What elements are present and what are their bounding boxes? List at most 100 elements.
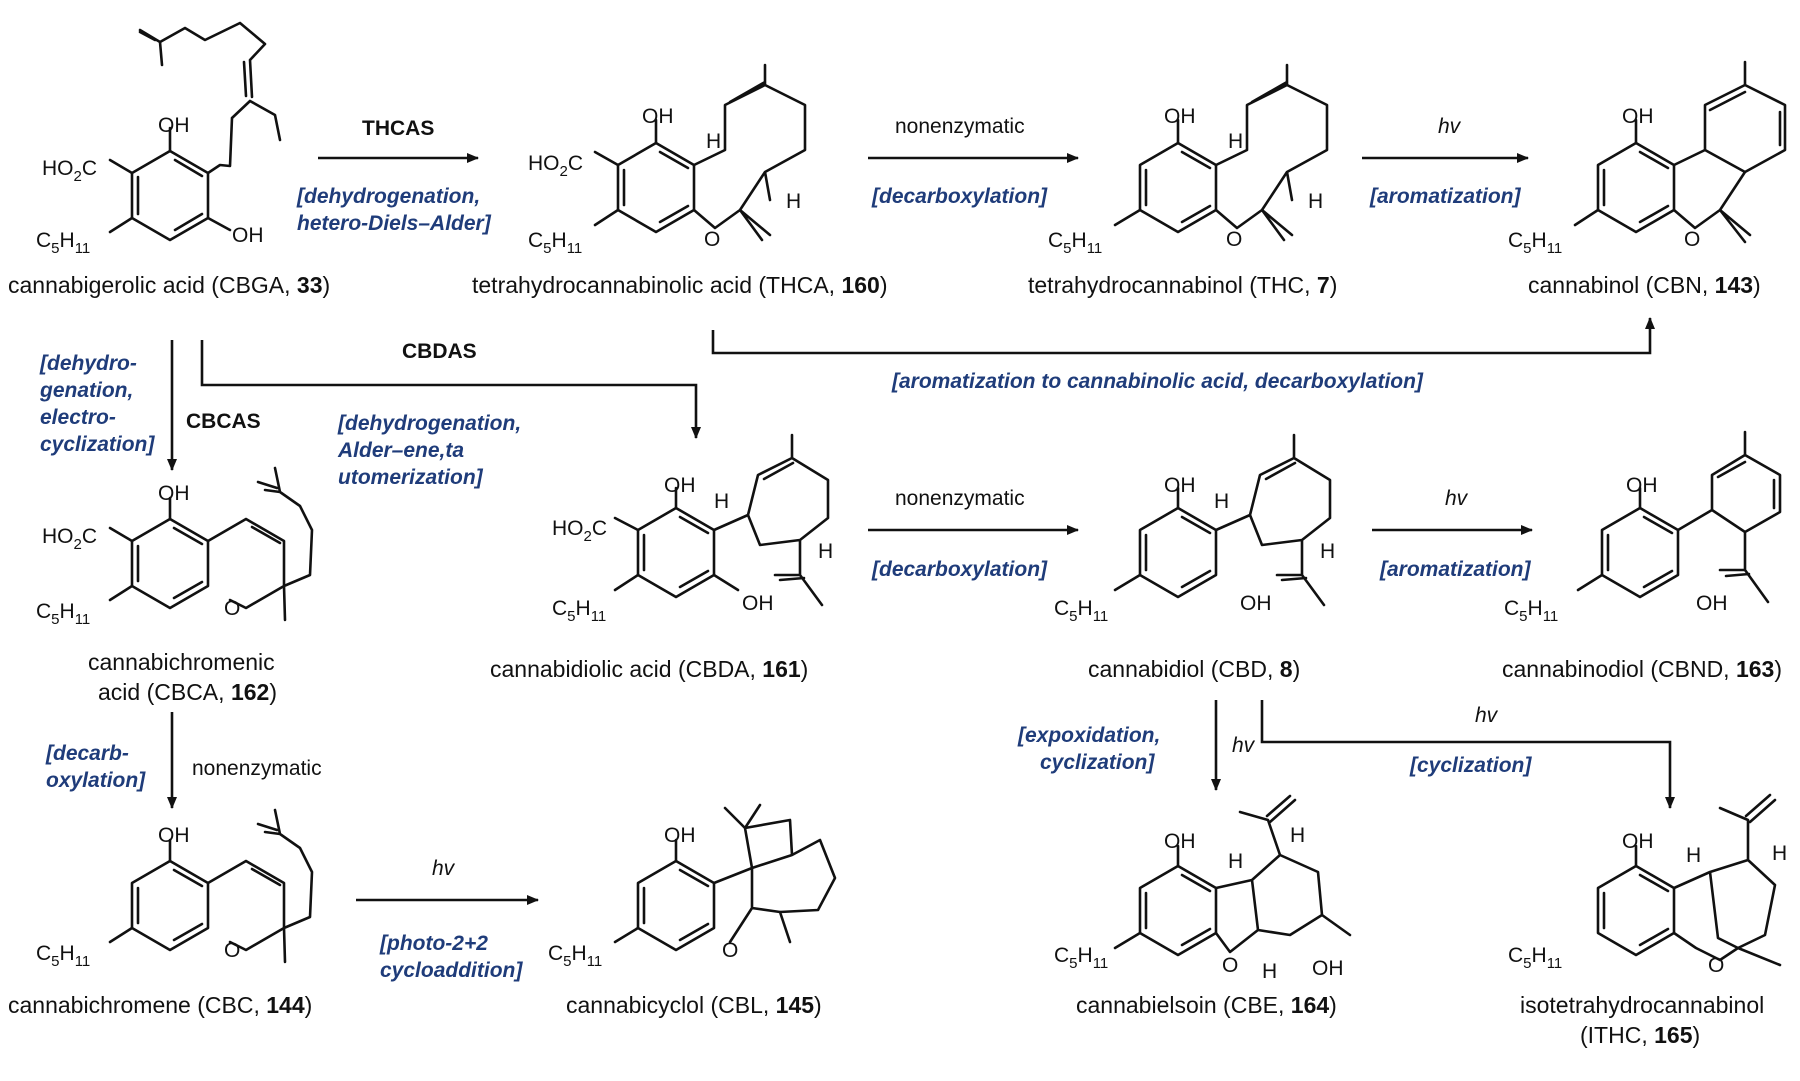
svg-text:OH: OH xyxy=(158,824,190,847)
svg-text:C5H11: C5H11 xyxy=(528,229,582,257)
svg-text:O: O xyxy=(722,939,738,962)
svg-text:C5H11: C5H11 xyxy=(1048,229,1102,257)
cond-decarb-1: [decarboxylation] xyxy=(871,185,1048,208)
cond-cbdas-3: utomerization] xyxy=(338,466,484,489)
structure-cbnd: OH OH C5H11 xyxy=(1504,430,1782,625)
reagent-hv-2: hv xyxy=(1445,487,1469,510)
svg-text:H: H xyxy=(1320,540,1335,563)
cond-cbcas-3: electro- xyxy=(40,406,116,429)
svg-text:C5H11: C5H11 xyxy=(1054,944,1108,972)
reagent-hv-4: hv xyxy=(1232,734,1256,757)
svg-text:H: H xyxy=(1290,824,1305,847)
svg-text:C5H11: C5H11 xyxy=(552,597,606,625)
label-cbda: cannabidiolic acid (CBDA, 161) xyxy=(490,656,808,682)
reagent-nonenzymatic-3: nonenzymatic xyxy=(192,757,322,780)
cond-cbn-long: [aromatization to cannabinolic acid, dec… xyxy=(891,370,1424,393)
structure-cbe: OH H H O H OH C5H11 xyxy=(1054,794,1352,983)
structure-cbga: OH OH HO2C C5H11 xyxy=(36,21,282,257)
svg-text:O: O xyxy=(1708,954,1724,977)
structure-thc: OH H H O C5H11 xyxy=(1048,63,1329,257)
cond-photo-1: [photo-2+2 xyxy=(379,932,488,955)
svg-text:OH: OH xyxy=(664,474,696,497)
structure-cbn: OH O C5H11 xyxy=(1508,60,1787,257)
svg-text:OH: OH xyxy=(158,114,190,137)
svg-text:H: H xyxy=(1686,844,1701,867)
cond-expox-2: cyclization] xyxy=(1040,751,1155,774)
svg-text:C5H11: C5H11 xyxy=(548,942,602,970)
svg-text:OH: OH xyxy=(1626,474,1658,497)
label-cbe: cannabielsoin (CBE, 164) xyxy=(1076,992,1337,1018)
svg-text:C5H11: C5H11 xyxy=(36,229,90,257)
svg-text:H: H xyxy=(1308,190,1323,213)
svg-text:C5H11: C5H11 xyxy=(1508,229,1562,257)
label-cbca-2: acid (CBCA, 162) xyxy=(98,679,277,705)
cond-arom-2: [aromatization] xyxy=(1379,558,1532,581)
svg-text:O: O xyxy=(224,597,240,620)
svg-text:H: H xyxy=(1214,490,1229,513)
cond-cbcas-4: cyclization] xyxy=(40,433,155,456)
label-thca: tetrahydrocannabinolic acid (THCA, 160) xyxy=(472,272,888,298)
cond-photo-2: cycloaddition] xyxy=(380,959,523,982)
label-ithc-2: (ITHC, 165) xyxy=(1580,1022,1700,1048)
cond-thcas-2: hetero-Diels–Alder] xyxy=(297,212,492,235)
structure-thca: OH H H O HO2C C5H11 xyxy=(528,63,807,257)
label-thc: tetrahydrocannabinol (THC, 7) xyxy=(1028,272,1337,298)
cond-cbdas-1: [dehydrogenation, xyxy=(337,412,521,435)
svg-text:O: O xyxy=(1222,954,1238,977)
svg-text:H: H xyxy=(714,490,729,513)
svg-text:H: H xyxy=(706,130,721,153)
svg-text:OH: OH xyxy=(642,105,674,128)
structure-cbda: OH H H OH HO2C C5H11 xyxy=(552,433,833,625)
svg-text:O: O xyxy=(224,939,240,962)
svg-text:OH: OH xyxy=(1164,105,1196,128)
svg-text:OH: OH xyxy=(1312,957,1344,980)
reagent-nonenzymatic-2: nonenzymatic xyxy=(895,487,1025,510)
svg-text:C5H11: C5H11 xyxy=(1508,944,1562,972)
structure-cbc: OH O C5H11 xyxy=(36,808,314,970)
label-cbn: cannabinol (CBN, 143) xyxy=(1528,272,1761,298)
structure-cbca: OH O HO2C C5H11 xyxy=(36,466,314,628)
svg-text:OH: OH xyxy=(232,224,264,247)
enzyme-cbcas: CBCAS xyxy=(186,410,261,433)
reagent-hv-5: hv xyxy=(1475,704,1499,727)
svg-text:O: O xyxy=(1684,228,1700,251)
svg-text:O: O xyxy=(1226,228,1242,251)
svg-text:H: H xyxy=(1772,842,1787,865)
svg-text:C5H11: C5H11 xyxy=(1504,597,1558,625)
structure-cbd: OH H H OH C5H11 xyxy=(1054,433,1335,625)
svg-text:HO2C: HO2C xyxy=(42,157,97,185)
cond-cycl: [cyclization] xyxy=(1409,754,1532,777)
svg-text:C5H11: C5H11 xyxy=(36,600,90,628)
svg-text:OH: OH xyxy=(1164,474,1196,497)
reagent-nonenzymatic-1: nonenzymatic xyxy=(895,115,1025,138)
svg-text:C5H11: C5H11 xyxy=(1054,597,1108,625)
cond-decarb-split-2: oxylation] xyxy=(46,769,146,792)
svg-text:HO2C: HO2C xyxy=(552,517,607,545)
svg-text:HO2C: HO2C xyxy=(528,152,583,180)
cond-thcas-1: [dehydrogenation, xyxy=(296,185,480,208)
svg-text:OH: OH xyxy=(1696,592,1728,615)
label-cbc: cannabichromene (CBC, 144) xyxy=(8,992,312,1018)
reagent-hv-1: hv xyxy=(1438,115,1462,138)
structure-cbl: OH O C5H11 xyxy=(548,803,837,970)
svg-text:HO2C: HO2C xyxy=(42,525,97,553)
label-cbca-1: cannabichromenic xyxy=(88,649,275,675)
reagent-hv-3: hv xyxy=(432,857,456,880)
label-ithc-1: isotetrahydrocannabinol xyxy=(1520,992,1764,1018)
arrow-cbdas xyxy=(200,340,701,439)
cond-decarb-2: [decarboxylation] xyxy=(871,558,1048,581)
svg-text:OH: OH xyxy=(1164,830,1196,853)
svg-text:H: H xyxy=(1262,960,1277,983)
label-cbd: cannabidiol (CBD, 8) xyxy=(1088,656,1300,682)
cond-cbdas-2: Alder–ene,ta xyxy=(337,439,464,462)
enzyme-cbdas: CBDAS xyxy=(402,340,477,363)
enzyme-thcas: THCAS xyxy=(362,117,434,140)
cond-decarb-split-1: [decarb- xyxy=(45,742,129,765)
cond-arom-1: [aromatization] xyxy=(1369,185,1522,208)
svg-text:OH: OH xyxy=(1622,830,1654,853)
cond-cbcas-2: genation, xyxy=(39,379,133,402)
arrow-cbd-ithc xyxy=(1260,700,1675,809)
svg-text:H: H xyxy=(1228,850,1243,873)
svg-text:H: H xyxy=(818,540,833,563)
